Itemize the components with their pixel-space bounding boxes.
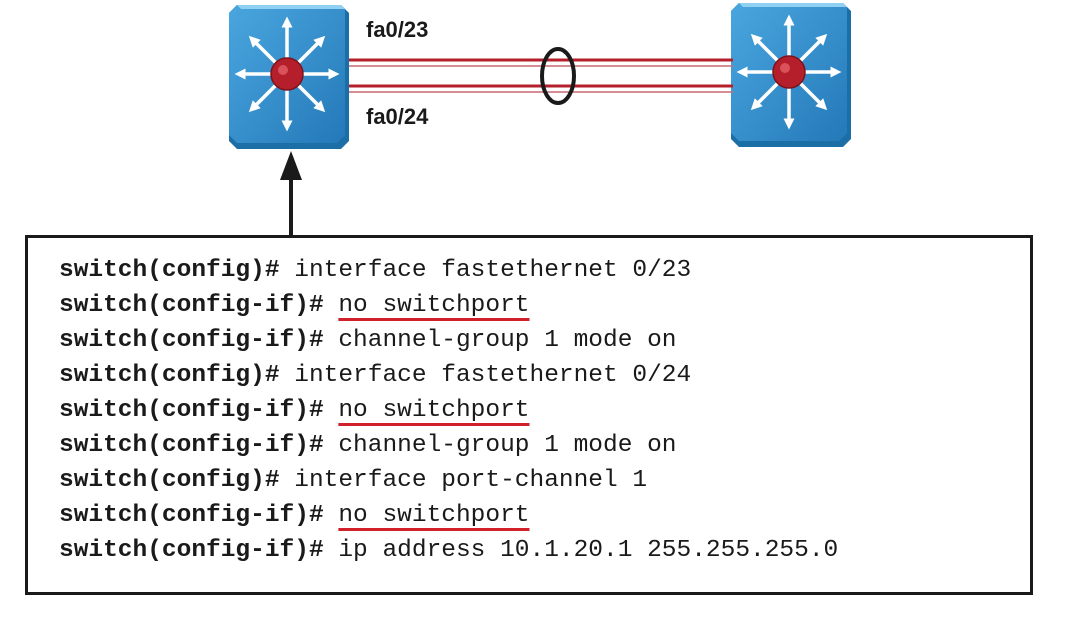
config-line: switch(config-if)# channel-group 1 mode … bbox=[59, 431, 677, 461]
cli-command: channel-group 1 mode on bbox=[338, 432, 677, 459]
cli-command-highlighted: no switchport bbox=[338, 502, 530, 529]
config-line: switch(config)# interface fastethernet 0… bbox=[59, 361, 691, 391]
cli-prompt: switch(config-if)# bbox=[59, 502, 324, 529]
switch-right bbox=[731, 3, 851, 147]
cli-prompt: switch(config-if)# bbox=[59, 292, 324, 319]
etherchannel-bundle-ellipse bbox=[540, 47, 576, 105]
config-line: switch(config-if)# ip address 10.1.20.1 … bbox=[59, 536, 838, 566]
cli-command-highlighted: no switchport bbox=[338, 292, 530, 319]
port-label-fa0-23: fa0/23 bbox=[366, 17, 429, 42]
cli-prompt: switch(config-if)# bbox=[59, 537, 324, 564]
cli-prompt: switch(config)# bbox=[59, 362, 280, 389]
link-fa0-23 bbox=[349, 58, 733, 67]
config-box: switch(config)# interface fastethernet 0… bbox=[25, 235, 1033, 595]
config-line: switch(config-if)# no switchport bbox=[59, 501, 530, 531]
cli-prompt: switch(config-if)# bbox=[59, 327, 324, 354]
cli-prompt: switch(config-if)# bbox=[59, 397, 324, 424]
link-fa0-24 bbox=[349, 84, 733, 93]
cli-command-highlighted: no switchport bbox=[338, 397, 530, 424]
switch-left bbox=[229, 5, 349, 149]
cli-command: interface port-channel 1 bbox=[294, 467, 648, 494]
cli-command: ip address 10.1.20.1 255.255.255.0 bbox=[338, 537, 839, 564]
config-line: switch(config-if)# no switchport bbox=[59, 291, 530, 321]
config-line: switch(config)# interface port-channel 1 bbox=[59, 466, 647, 496]
multilayer-switch-icon bbox=[229, 5, 349, 149]
config-line: switch(config-if)# no switchport bbox=[59, 396, 530, 426]
cli-command: interface fastethernet 0/24 bbox=[294, 362, 692, 389]
multilayer-switch-icon bbox=[731, 3, 851, 147]
cli-prompt: switch(config-if)# bbox=[59, 432, 324, 459]
cli-prompt: switch(config)# bbox=[59, 467, 280, 494]
cli-command: interface fastethernet 0/23 bbox=[294, 257, 692, 284]
config-line: switch(config)# interface fastethernet 0… bbox=[59, 256, 691, 286]
cli-command: channel-group 1 mode on bbox=[338, 327, 677, 354]
pointer-arrow bbox=[280, 151, 302, 236]
config-line: switch(config-if)# channel-group 1 mode … bbox=[59, 326, 677, 356]
port-label-fa0-24: fa0/24 bbox=[366, 104, 429, 129]
cli-prompt: switch(config)# bbox=[59, 257, 280, 284]
